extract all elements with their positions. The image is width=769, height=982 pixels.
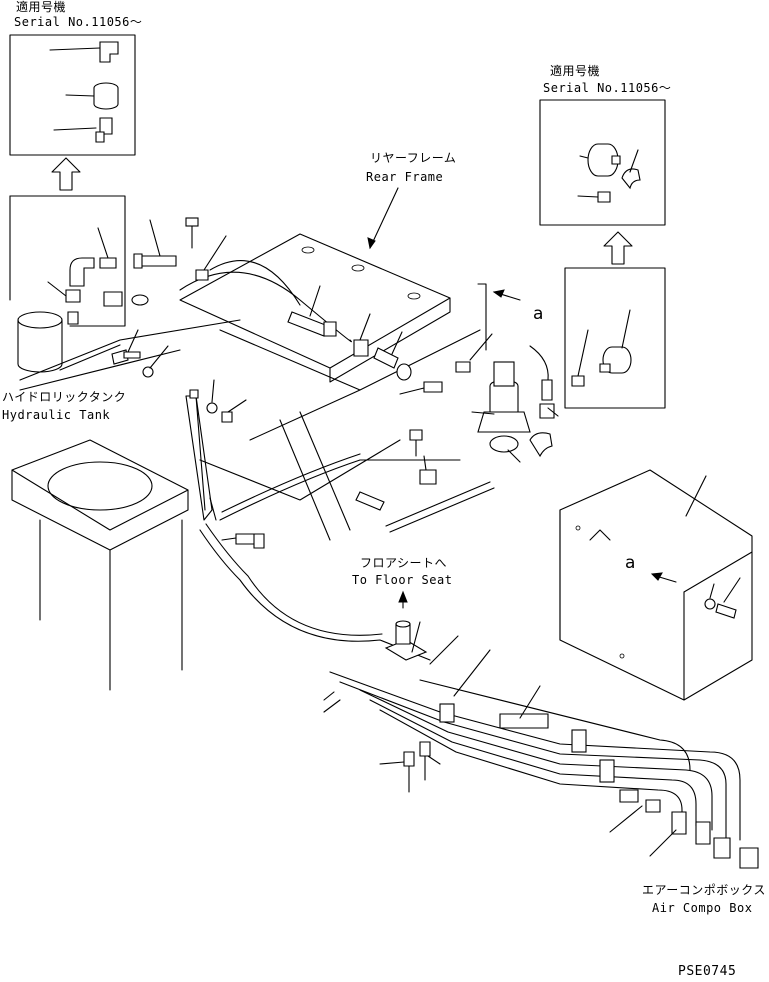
hose-bundle	[323, 620, 741, 841]
inset-right-lower-frame	[564, 267, 666, 409]
rear-frame-label-en: Rear Frame	[366, 170, 444, 184]
inset-right-serial-label: Serial No.11056～	[543, 81, 672, 95]
inset-left-frame	[9, 34, 136, 156]
frame-structure-left	[19, 319, 241, 391]
view-a-callout-top: a	[533, 304, 544, 324]
tank-bracket-box	[9, 195, 126, 327]
air-compo-label-jp: エアーコンポボックス	[642, 883, 766, 897]
compo-box-fittings	[609, 789, 759, 869]
governor-valve	[471, 345, 559, 463]
hose-bundle-bolts	[379, 741, 441, 793]
inset-left-arrow	[51, 157, 81, 191]
air-hose-main	[179, 260, 461, 661]
inset-right-frame	[539, 99, 666, 226]
floor-seat-label-en: To Floor Seat	[352, 573, 453, 587]
bolts-top	[133, 217, 337, 337]
rear-frame	[179, 187, 481, 541]
hydraulic-tank-label-jp: ハイドロリックタンク	[2, 390, 127, 404]
drawing-code: PSE0745	[678, 964, 737, 979]
tank-cylinder	[17, 291, 149, 373]
floor-seat-arrow	[398, 590, 408, 609]
inset-right-arrow	[603, 231, 633, 265]
inset-left-serial-label: Serial No.11056～	[14, 15, 143, 29]
view-a-callout-bottom: a	[625, 553, 636, 573]
floor-seat-label-jp: フロアシートへ	[360, 556, 448, 570]
hydraulic-tank-label-en: Hydraulic Tank	[2, 408, 111, 422]
rear-frame-label-jp: リヤーフレーム	[370, 151, 457, 165]
center-clamps	[355, 455, 495, 533]
air-compo-cover	[559, 469, 753, 701]
inset-right-applicable-label: 適用号機	[550, 64, 601, 78]
center-valves	[353, 313, 493, 457]
view-a-top-marker	[477, 283, 521, 351]
hydraulic-tank-body	[11, 439, 189, 691]
bolts-mid	[111, 329, 265, 549]
air-compo-label-en: Air Compo Box	[652, 901, 753, 915]
inset-left-applicable-label: 適用号機	[16, 0, 67, 14]
tank-hose-bracket	[185, 389, 213, 521]
